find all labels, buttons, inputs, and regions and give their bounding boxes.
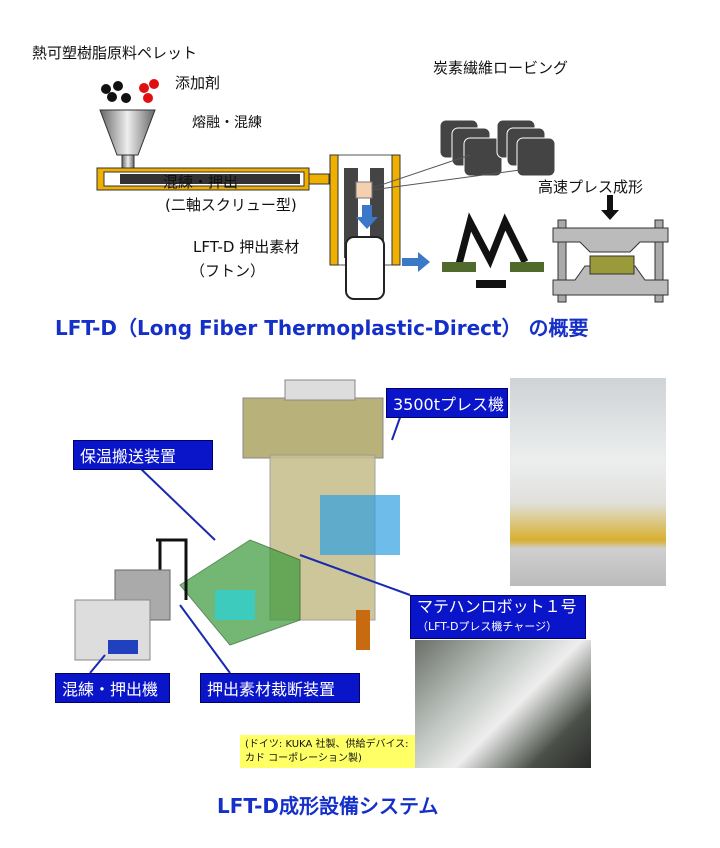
cutter-label: 押出素材裁断装置 xyxy=(200,673,360,703)
arrow-right-icon xyxy=(402,252,430,272)
extruder-barrel-icon xyxy=(96,167,330,191)
overview-title: LFT-D（Long Fiber Thermoplastic-Direct） の… xyxy=(55,316,589,340)
signboard xyxy=(356,610,370,650)
conveyor-3d xyxy=(156,538,301,646)
note-line-2: カド コーポレーション製) xyxy=(245,753,362,764)
arrow-down-icon xyxy=(356,205,378,229)
robot-title: マテハンロボット１号 xyxy=(417,597,577,616)
melt-label: 熔融・混練 xyxy=(192,115,262,131)
extrude-label: 混練・押出 xyxy=(163,173,239,191)
press-icon xyxy=(552,195,669,303)
hopper-icon xyxy=(99,109,156,169)
robot-photo xyxy=(415,640,591,768)
supplier-note: (ドイツ: KUKA 社製、供給デバイス: カド コーポレーション製) xyxy=(240,735,415,768)
press-machine-label: 3500tプレス機 xyxy=(386,388,508,418)
robot-subtitle: （LFT-Dプレス機チャージ） xyxy=(417,620,558,633)
futon-charge-icon xyxy=(345,236,385,300)
additive-label: 添加剤 xyxy=(175,74,221,92)
extruder-3d xyxy=(74,569,171,661)
robot-label: マテハンロボット１号 （LFT-Dプレス機チャージ） xyxy=(410,595,586,639)
fiber-roving-spools-icon xyxy=(371,119,556,191)
conveyor-label: 保温搬送装置 xyxy=(73,440,213,470)
press-forming-label: 高速プレス成形 xyxy=(538,178,644,196)
screw-label: (二軸スクリュー型) xyxy=(165,196,297,214)
fiber-roving-label: 炭素繊維ロービング xyxy=(433,59,569,77)
extruder-label: 混練・押出機 xyxy=(55,673,170,703)
pellets-label: 熱可塑樹脂原料ペレット xyxy=(32,44,198,62)
note-line-1: (ドイツ: KUKA 社製、供給デバイス: xyxy=(245,739,409,750)
robot-icon xyxy=(442,212,544,288)
lft-d-process-diagram xyxy=(96,79,669,303)
charge-label: LFT-D 押出素材 xyxy=(193,238,300,256)
pellets-icon xyxy=(101,79,159,103)
press-machine-photo xyxy=(510,378,666,586)
system-title: LFT-D成形設備システム xyxy=(217,794,439,818)
futon-label: （フトン） xyxy=(190,262,266,280)
